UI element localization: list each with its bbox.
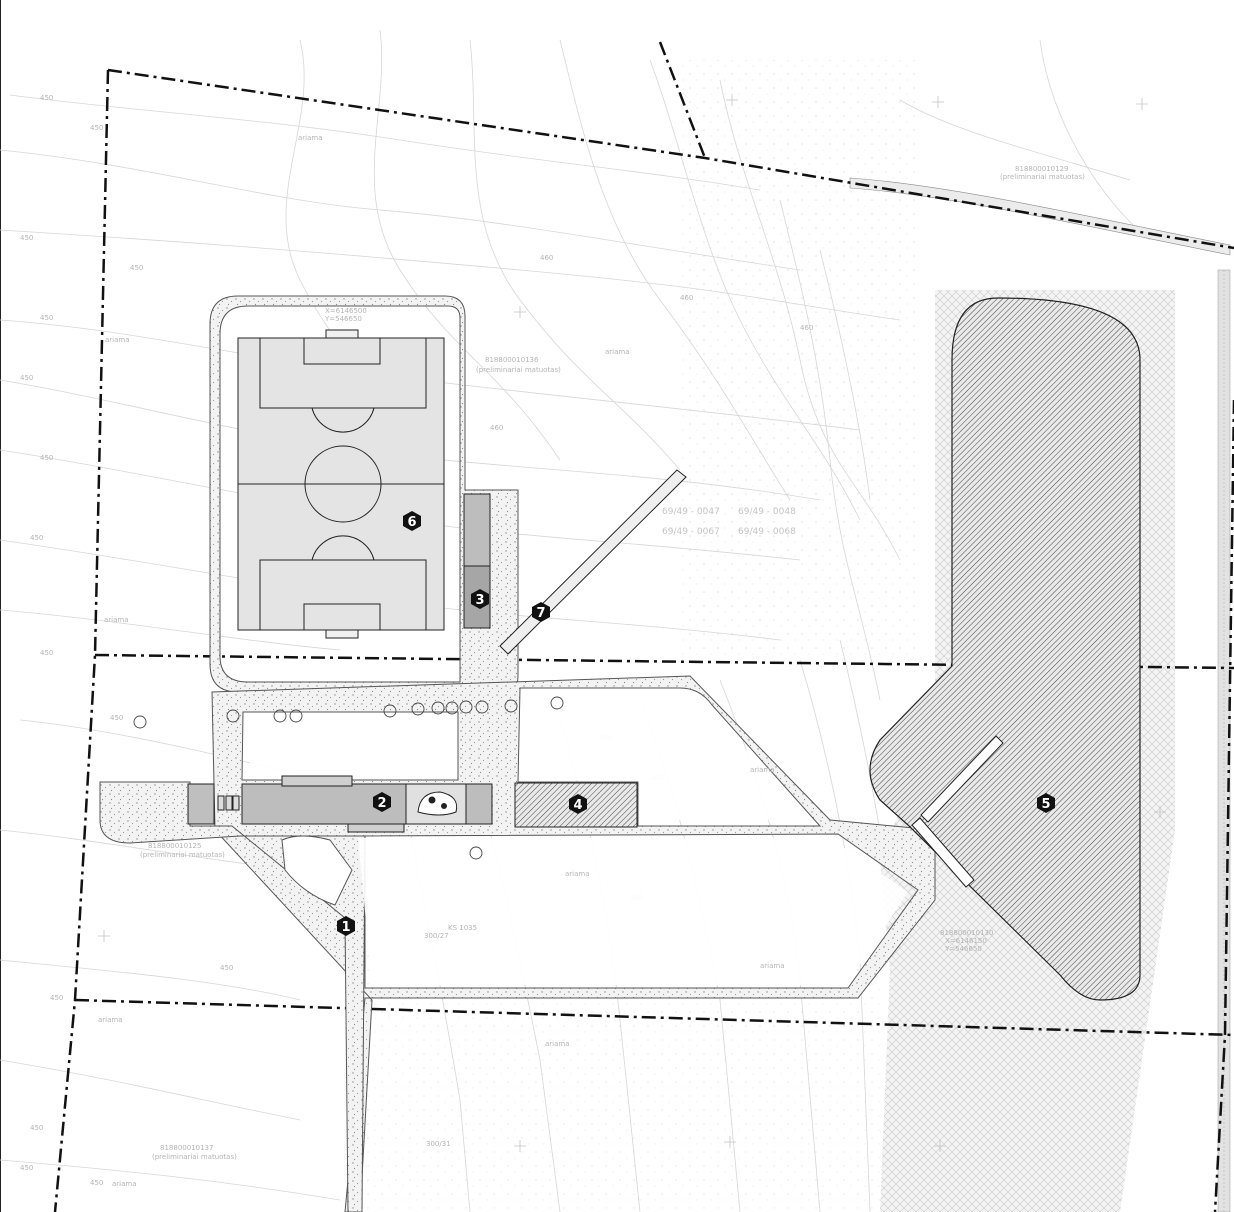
svg-text:2: 2 (377, 796, 386, 811)
survey-crosses (98, 94, 1166, 1152)
parcel-labels: 818800010129 (preliminariai matuotas) 81… (140, 165, 1085, 1161)
marker-6: 6 (403, 511, 421, 531)
area-5 (869, 297, 1141, 1001)
svg-text:ariama: ariama (545, 1040, 570, 1048)
street-labels: 300/27 KS 1035 300/31 (424, 924, 477, 1148)
svg-text:Y=546650: Y=546650 (944, 945, 982, 953)
svg-text:ariama: ariama (760, 962, 785, 970)
marker-2: 2 (373, 792, 391, 812)
svg-text:450: 450 (130, 264, 143, 272)
grid-labels: X=6146500 Y=546650 X=6146150 Y=546650 (324, 307, 987, 953)
svg-text:450: 450 (30, 1124, 43, 1132)
svg-text:818800010130: 818800010130 (940, 929, 993, 937)
marker-1: 1 (337, 916, 355, 936)
svg-text:ariama: ariama (104, 616, 129, 624)
svg-text:ariama: ariama (112, 1180, 137, 1188)
football-pitch (237, 329, 445, 639)
svg-text:450: 450 (90, 1179, 103, 1187)
svg-text:KS 1035: KS 1035 (448, 924, 477, 932)
svg-text:460: 460 (490, 424, 503, 432)
svg-text:ariama: ariama (565, 870, 590, 878)
svg-text:Y=546650: Y=546650 (324, 315, 362, 323)
svg-text:450: 450 (40, 94, 53, 102)
svg-text:(preliminariai matuotas): (preliminariai matuotas) (476, 366, 561, 374)
svg-text:818800010137: 818800010137 (160, 1144, 213, 1152)
svg-text:1: 1 (341, 920, 350, 935)
svg-text:(preliminariai matuotas): (preliminariai matuotas) (152, 1153, 237, 1161)
svg-text:X=6146500: X=6146500 (325, 307, 367, 315)
terrain-labels: ariama ariama ariama ariama ariama ariam… (98, 134, 785, 1188)
svg-text:450: 450 (50, 994, 63, 1002)
svg-text:69/49 - 0047: 69/49 - 0047 (662, 507, 720, 517)
svg-text:69/49 - 0068: 69/49 - 0068 (738, 527, 796, 537)
svg-text:450: 450 (20, 234, 33, 242)
svg-text:4: 4 (573, 798, 582, 813)
svg-text:ariama: ariama (105, 336, 130, 344)
svg-text:3: 3 (475, 593, 484, 608)
svg-text:450: 450 (40, 314, 53, 322)
trees (133, 696, 564, 860)
svg-text:69/49 - 0048: 69/49 - 0048 (738, 507, 796, 517)
svg-text:300/31: 300/31 (426, 1140, 451, 1148)
svg-text:450: 450 (20, 1164, 33, 1172)
svg-text:450: 450 (110, 714, 123, 722)
svg-text:ariama: ariama (298, 134, 323, 142)
marker-7: 7 (532, 602, 550, 622)
svg-text:300/27: 300/27 (424, 932, 449, 940)
svg-text:ariama: ariama (605, 348, 630, 356)
svg-text:450: 450 (40, 454, 53, 462)
svg-text:(preliminariai matuotas): (preliminariai matuotas) (1000, 173, 1085, 181)
svg-text:450: 450 (20, 374, 33, 382)
svg-text:450: 450 (30, 534, 43, 542)
svg-text:450: 450 (220, 964, 233, 972)
svg-text:818800010125: 818800010125 (148, 842, 201, 850)
plot-codes: 69/49 - 0047 69/49 - 0048 69/49 - 0067 6… (662, 507, 796, 537)
svg-text:460: 460 (540, 254, 553, 262)
marker-5: 5 (1037, 793, 1055, 813)
svg-text:6: 6 (407, 515, 416, 530)
svg-text:818800010129: 818800010129 (1015, 165, 1068, 173)
svg-text:ariama: ariama (98, 1016, 123, 1024)
marker-3: 3 (471, 589, 489, 609)
meadow-texture (680, 60, 920, 660)
svg-text:ariama: ariama (750, 766, 775, 774)
svg-text:(preliminariai matuotas): (preliminariai matuotas) (140, 851, 225, 859)
svg-text:7: 7 (536, 606, 545, 621)
svg-text:X=6146150: X=6146150 (945, 937, 987, 945)
svg-text:5: 5 (1041, 797, 1050, 812)
svg-text:450: 450 (40, 649, 53, 657)
marker-4: 4 (569, 794, 587, 814)
svg-text:450: 450 (90, 124, 103, 132)
svg-text:69/49 - 0067: 69/49 - 0067 (662, 527, 720, 537)
svg-text:818800010136: 818800010136 (485, 356, 539, 364)
